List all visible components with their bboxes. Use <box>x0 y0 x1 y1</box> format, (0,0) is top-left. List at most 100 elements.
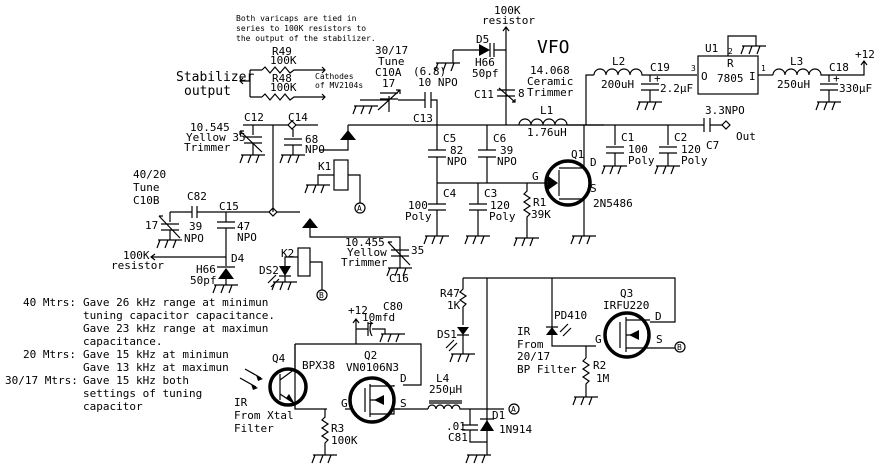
band-line: Gave 23 kHz range at maximun <box>83 322 268 335</box>
C16-ref: C16 <box>389 272 409 285</box>
Q3-part: IRFU220 <box>603 299 649 312</box>
C10A-value: 17 <box>382 77 395 90</box>
C5-value: 82 <box>450 144 463 157</box>
R49-resistor <box>261 66 310 74</box>
C10A-ref: C10A <box>375 66 402 79</box>
C6-value: NPO <box>497 155 517 168</box>
C10A-variable-cap <box>360 89 401 112</box>
D4-value: H66 <box>196 263 216 276</box>
DS1-ref: DS1 <box>437 328 457 341</box>
C6-ref: C6 <box>493 132 506 145</box>
L2-inductor <box>593 68 697 76</box>
Q2-mosfet <box>348 376 400 424</box>
C2-value: 120 <box>681 143 701 156</box>
note-line: Both varicaps are tied in <box>236 14 357 23</box>
R1-ref: R1 <box>533 196 546 209</box>
C11-label: Trimmer <box>527 86 574 99</box>
R49-ref: R49 <box>272 45 292 58</box>
note-line: the output of the stabilizer. <box>236 34 376 43</box>
L3-value: 250uH <box>777 78 810 91</box>
C3-value: 120 <box>490 199 510 212</box>
L3-inductor <box>772 60 868 76</box>
D4-value: 50pf <box>190 274 217 287</box>
C12-value: Yellow 35 <box>186 131 246 144</box>
C13-ref: C13 <box>413 112 433 125</box>
L4-value: 250µH <box>429 383 462 396</box>
C10A-label: Tune <box>378 55 405 68</box>
ir-xtal-label: Filter <box>234 422 274 435</box>
connector-A <box>354 202 366 214</box>
cathodes-label: of MV2104s <box>315 81 363 90</box>
C15-value: NPO <box>237 231 257 244</box>
band-line: Gave 26 kHz range at minimun <box>83 296 268 309</box>
DS2-led <box>279 266 291 276</box>
L2-ref: L2 <box>612 55 625 68</box>
ir-xtal-label: From Xtal <box>234 409 294 422</box>
C10B-value: 17 <box>145 219 158 232</box>
D4-diode <box>218 268 234 279</box>
connector-A-2 <box>508 403 520 415</box>
band-line: Gave 13 kHz at maximun <box>83 361 229 374</box>
C18-ref: C18 <box>829 61 849 74</box>
Q3-ref: Q3 <box>620 287 633 300</box>
out-terminal <box>721 120 731 130</box>
ir-bp-label: 20/17 <box>517 350 550 363</box>
D5-ref: D5 <box>476 33 489 46</box>
C15-ref: C15 <box>219 200 239 213</box>
C82-ref: C82 <box>187 190 207 203</box>
C4-value: 100 <box>408 199 428 212</box>
Q4-ref: Q4 <box>272 352 286 365</box>
C5-value: NPO <box>447 155 467 168</box>
band-line: Gave 15 kHz both <box>83 374 189 387</box>
band-line: capacitance. <box>83 335 162 348</box>
D5-value: H66 <box>475 56 495 69</box>
C10A-label: 30/17 <box>375 44 408 57</box>
C18-value: 330µF <box>839 82 872 95</box>
U1-ref: U1 <box>705 42 718 55</box>
C3-value: Poly <box>489 210 516 223</box>
D5-value: 50pf <box>472 67 499 80</box>
C5-ref: C5 <box>443 132 456 145</box>
C14-ref: C14 <box>288 111 308 124</box>
C10B-ref: C10B <box>133 194 160 207</box>
R48-ref: R48 <box>272 72 292 85</box>
resistor-left-label: resistor <box>111 259 164 272</box>
Q4-phototransistor <box>239 344 308 409</box>
U1-pin2: 2 <box>728 47 733 56</box>
C1-ref: C1 <box>621 131 634 144</box>
U1-pin3: 3 <box>691 64 696 73</box>
svg-text:+: + <box>654 72 661 85</box>
band-label: 40 Mtrs: <box>23 296 76 309</box>
R1-resistor <box>522 183 532 238</box>
K1-ref: K1 <box>318 160 331 173</box>
L1-value: 1.76uH <box>527 126 567 139</box>
R1-value: 39K <box>531 208 551 221</box>
connector-B-label: B <box>677 343 682 352</box>
Q2-part: VN0106N3 <box>346 361 399 374</box>
R3-value: 100K <box>331 434 358 447</box>
R3-resistor <box>320 409 330 455</box>
ir-bp-label: BP Filter <box>517 363 577 376</box>
DS1-led <box>457 327 469 335</box>
R47-ref: R47 <box>440 287 460 300</box>
DS2-ref: DS2 <box>259 264 279 277</box>
C14-value: NPO <box>305 143 325 156</box>
Q2-gate-label: G <box>341 397 348 410</box>
U1-pin-in: I <box>749 70 756 83</box>
D1-ref: D1 <box>492 409 505 422</box>
Q3-drain-label: D <box>655 310 662 323</box>
C80-ref: C80 <box>383 300 403 313</box>
L2-value: 200uH <box>601 78 634 91</box>
plus12-bottom: +12 <box>348 304 368 317</box>
R2-resistor <box>581 357 591 397</box>
R48-resistor <box>261 93 310 101</box>
C1-value: 100 <box>628 143 648 156</box>
connector-A-label: A <box>511 405 516 414</box>
PD410-ref: PD410 <box>554 309 587 322</box>
C11-variable-cap <box>497 87 516 103</box>
svg-text:+: + <box>833 72 840 85</box>
U1-pin-out: O <box>701 70 708 83</box>
plus12-top: +12 <box>855 48 875 61</box>
band-line: tuning capacitor capacitance. <box>83 309 275 322</box>
stabilizer-output-label: output <box>184 84 231 99</box>
